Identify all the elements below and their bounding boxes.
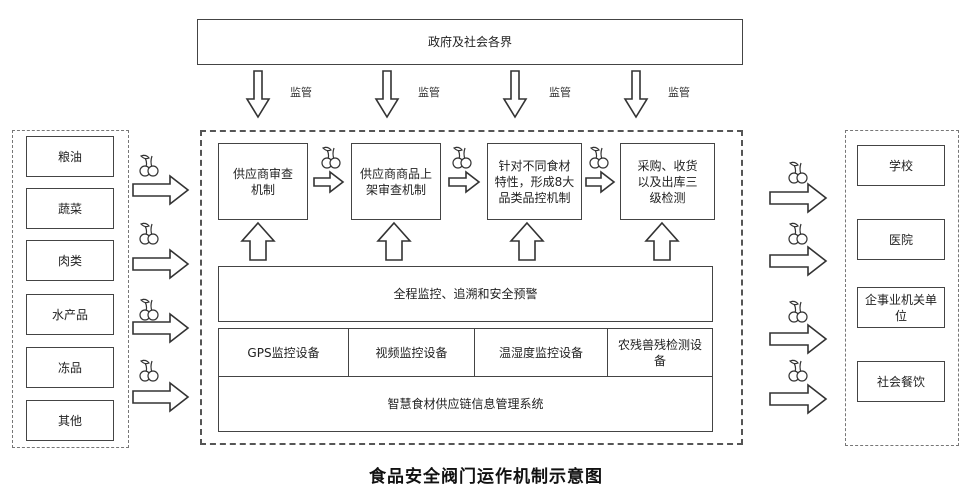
right-arrow-icon [132, 174, 190, 206]
cherries-icon [139, 359, 159, 382]
right-arrow-icon [132, 381, 190, 413]
right-arrow-icon [132, 312, 190, 344]
down-arrow-icon [374, 70, 400, 119]
source-item-frozen: 冻品 [26, 347, 114, 388]
system-bar: 智慧食材供应链信息管理系统 [218, 376, 713, 432]
dest-hospital: 医院 [857, 219, 945, 260]
cherries-icon [788, 300, 808, 323]
supervise-label-2: 监管 [418, 86, 440, 99]
supervise-label-1: 监管 [290, 86, 312, 99]
step-category-quality-control: 针对不同食材特性，形成8大品类品控机制 [487, 143, 582, 220]
cherries-icon [452, 146, 472, 169]
device-temp-humidity: 温湿度监控设备 [474, 328, 608, 377]
supervise-label-4: 监管 [668, 86, 690, 99]
device-residue-detection: 农残兽残检测设备 [607, 328, 713, 377]
cherries-icon [788, 161, 808, 184]
right-arrow-icon [769, 383, 828, 415]
source-item-other: 其他 [26, 400, 114, 441]
source-item-grain-oil: 粮油 [26, 136, 114, 177]
cherries-icon [321, 146, 341, 169]
cherries-icon [788, 222, 808, 245]
government-box: 政府及社会各界 [197, 19, 743, 65]
cherries-icon [139, 222, 159, 245]
cherries-icon [589, 146, 609, 169]
up-arrow-icon [376, 221, 412, 261]
right-arrow-icon [769, 182, 828, 214]
source-item-vegetables: 蔬菜 [26, 188, 114, 229]
supervise-label-3: 监管 [549, 86, 571, 99]
step-supplier-review: 供应商审查机制 [218, 143, 308, 220]
source-item-meat: 肉类 [26, 240, 114, 281]
down-arrow-icon [245, 70, 271, 119]
right-arrow-icon [769, 245, 828, 277]
right-arrow-icon [132, 248, 190, 280]
right-arrow-icon [313, 170, 345, 194]
source-item-aquatic: 水产品 [26, 294, 114, 335]
dest-enterprise-institution: 企事业机关单位 [857, 287, 945, 328]
source-container [12, 130, 129, 448]
cherries-icon [788, 359, 808, 382]
dest-catering: 社会餐饮 [857, 361, 945, 402]
cherries-icon [139, 154, 159, 177]
right-arrow-icon [585, 170, 616, 194]
up-arrow-icon [240, 221, 276, 261]
diagram-caption: 食品安全阀门运作机制示意图 [369, 467, 603, 487]
device-video: 视频监控设备 [348, 328, 475, 377]
up-arrow-icon [509, 221, 545, 261]
step-three-level-inspection: 采购、收货以及出库三级检测 [620, 143, 715, 220]
dest-school: 学校 [857, 145, 945, 186]
step-product-listing-review: 供应商商品上架审查机制 [351, 143, 441, 220]
down-arrow-icon [623, 70, 649, 119]
monitor-bar: 全程监控、追溯和安全预警 [218, 266, 713, 322]
right-arrow-icon [769, 323, 828, 355]
right-arrow-icon [448, 170, 481, 194]
cherries-icon [139, 298, 159, 321]
down-arrow-icon [502, 70, 528, 119]
process-container [200, 130, 743, 445]
up-arrow-icon [644, 221, 680, 261]
destination-container [845, 130, 959, 446]
